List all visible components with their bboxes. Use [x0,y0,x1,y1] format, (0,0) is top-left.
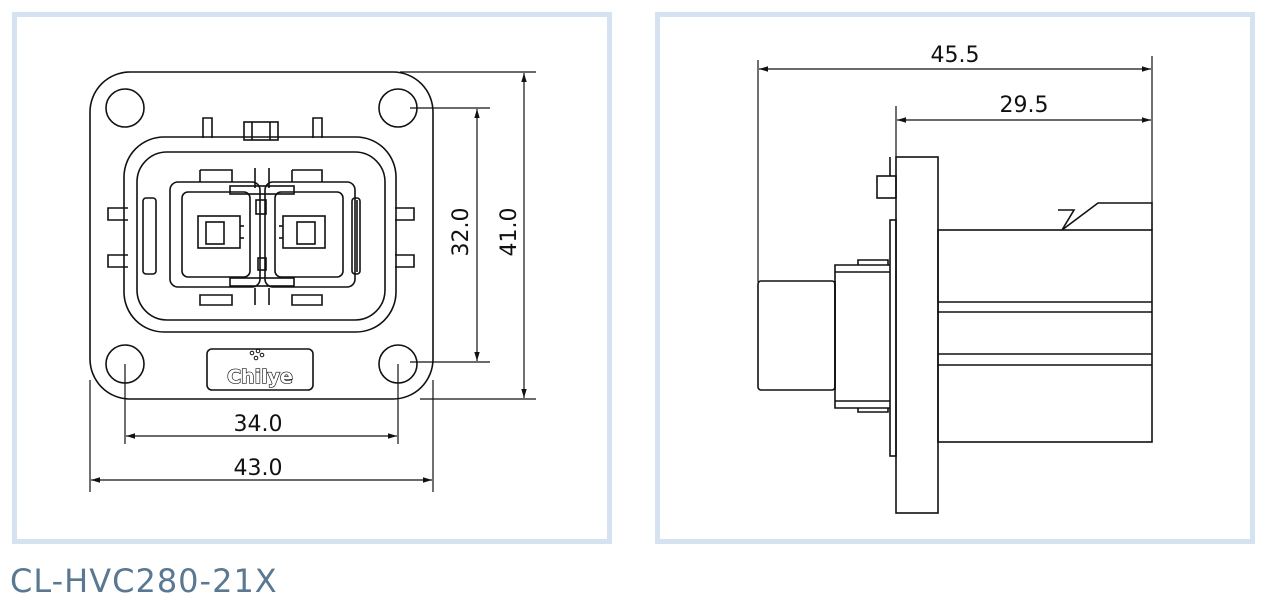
side-slot-right [351,197,361,275]
front-view-panel [12,12,612,544]
model-label: CL-HVC280-21X [10,562,278,600]
side-tab-right-top [395,207,415,221]
dim-hole-spacing-vertical: 32.0 [449,208,474,257]
mounting-hole-top-left [105,88,145,128]
side-tab-right-bottom [395,254,415,268]
chilye-logo: Chilye [206,348,314,391]
top-latch-left [202,117,213,138]
side-nose [757,280,836,391]
housing-outer [123,136,397,333]
side-tab-left-bottom [107,254,128,268]
dim-overall-height: 41.0 [497,208,522,257]
top-latch-right [312,117,323,138]
dim-overall-length: 45.5 [931,43,980,68]
housing-inner [136,151,386,321]
side-gasket [889,219,897,457]
dim-rear-length: 29.5 [1000,93,1049,118]
side-slot-left [142,197,157,275]
side-rear-body [937,229,1153,443]
top-key [243,121,279,141]
dim-hole-spacing-horizontal: 34.0 [234,412,283,437]
side-view-dimensions [757,56,1153,282]
terminal-left [197,215,241,249]
side-latch [1061,202,1153,231]
side-flange [895,156,939,514]
flange-outline [89,71,434,400]
terminal-cavity-left [169,181,261,288]
terminal-cavity-right [264,181,356,288]
logo-text: Chilye [227,366,293,388]
side-front-body [834,264,890,409]
side-view-panel [655,12,1255,544]
front-view-dimensions [89,71,536,492]
terminal-right [282,215,326,249]
side-tab-left-top [107,207,128,221]
side-view-drawing [757,156,1153,514]
dim-overall-width: 43.0 [234,456,283,481]
center-divider [254,168,270,305]
side-top-key [876,175,897,199]
